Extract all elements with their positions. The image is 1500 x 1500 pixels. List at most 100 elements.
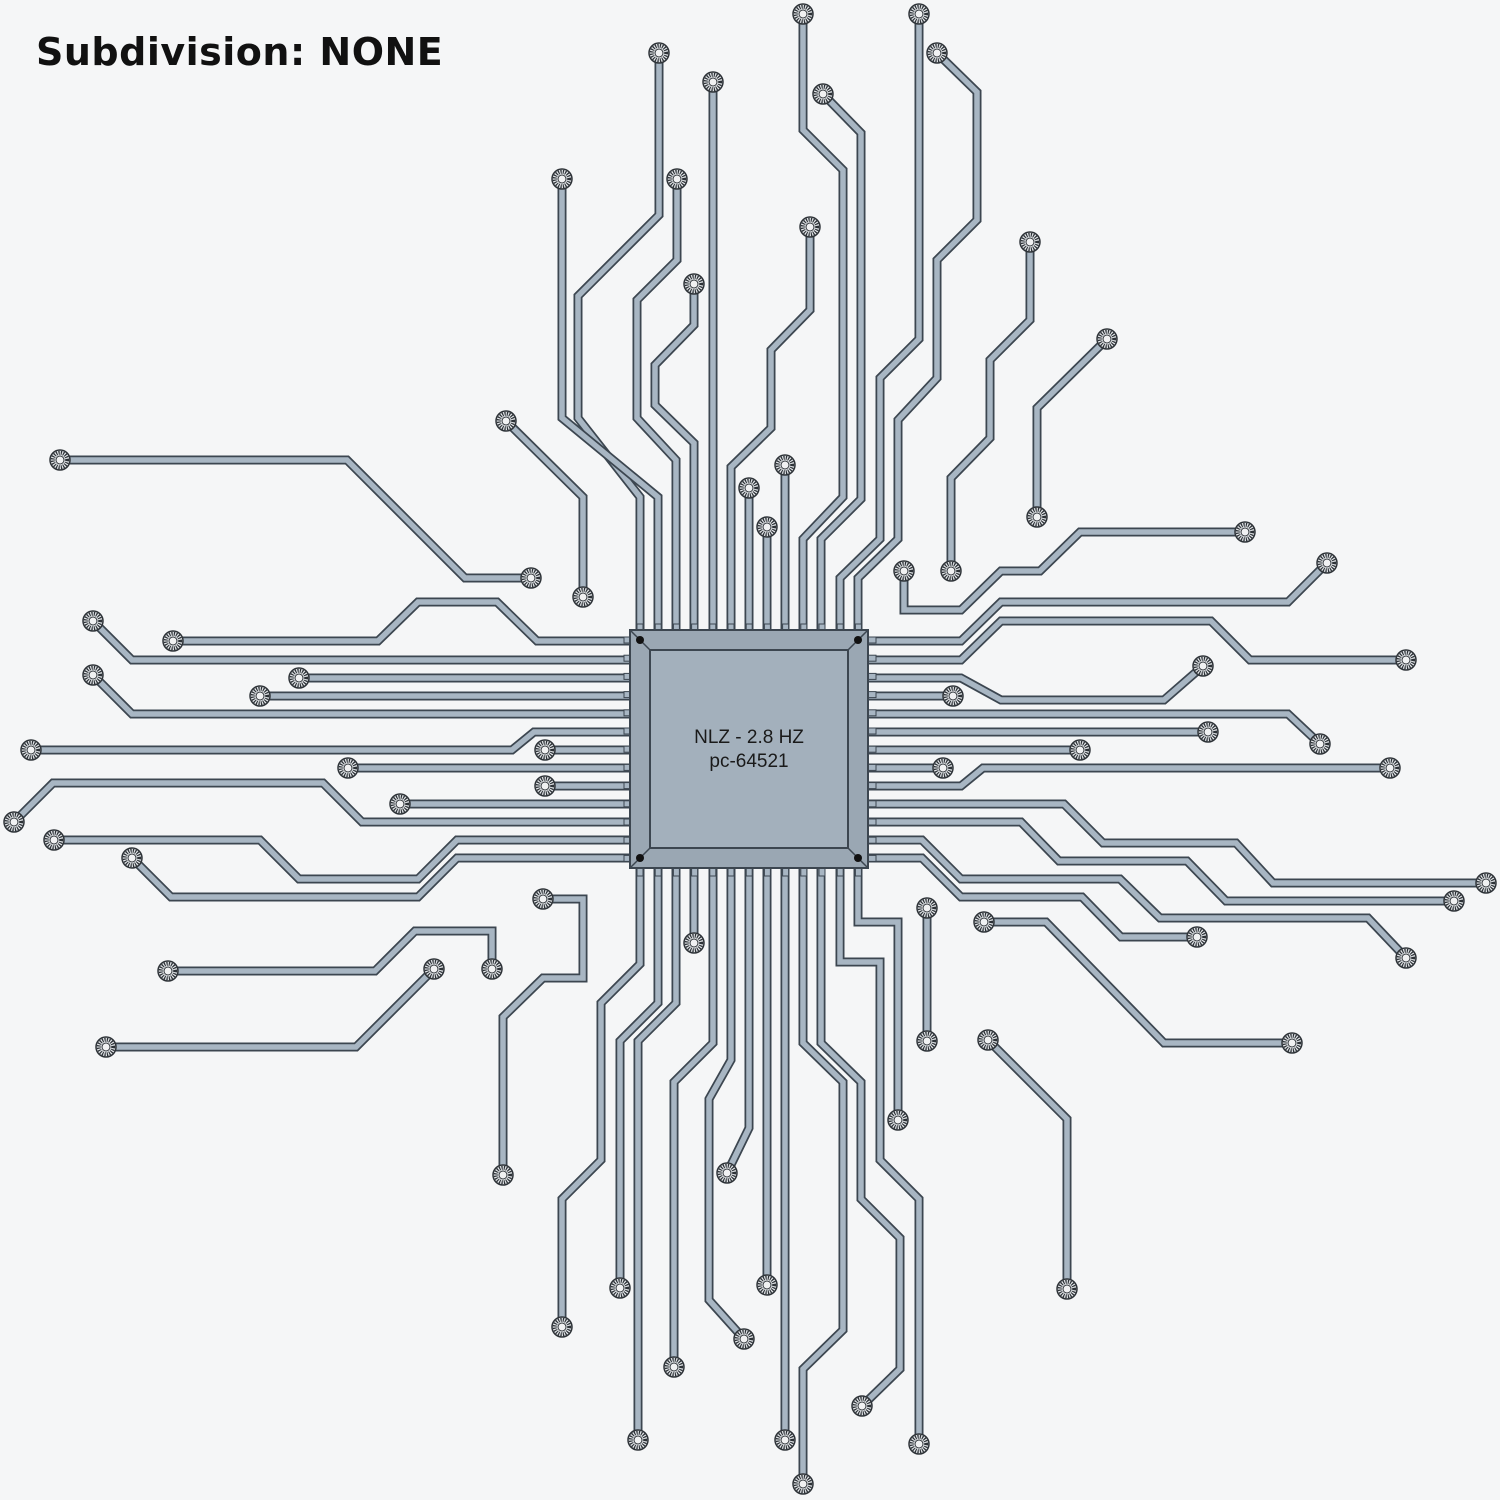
trace [91, 619, 632, 663]
via-pad [43, 829, 65, 851]
via-pad [551, 1316, 573, 1338]
via-pad [756, 1274, 778, 1296]
trace [866, 819, 1454, 904]
via-pad [1316, 552, 1338, 574]
via-pad [95, 1036, 117, 1058]
trace [106, 967, 436, 1050]
trace [818, 866, 903, 1408]
via-pad [1395, 649, 1417, 671]
via-pad [249, 685, 271, 707]
via-pad [82, 610, 104, 632]
chip-corner-dot [854, 854, 862, 862]
via-pad [1069, 739, 1091, 761]
via-pad [792, 3, 814, 25]
via-pad [774, 454, 796, 476]
via-pad [916, 1030, 938, 1052]
via-pad [738, 477, 760, 499]
trace [866, 801, 1486, 886]
title-value: NONE [319, 30, 444, 74]
chip-part-number: pc-64521 [709, 751, 788, 772]
chip-corner-dot [636, 854, 644, 862]
via-pad [792, 1473, 814, 1495]
via-pad [908, 3, 930, 25]
trace [866, 561, 1329, 644]
via-pad [1197, 721, 1219, 743]
via-pad [926, 42, 948, 64]
trace-outline [502, 417, 588, 597]
via-pad [1379, 757, 1401, 779]
via-pad [702, 71, 724, 93]
trace [866, 855, 1197, 940]
via-pad [1186, 926, 1208, 948]
trace [948, 242, 1033, 571]
trace [866, 618, 1406, 663]
via-pad [799, 216, 821, 238]
via-pad [551, 168, 573, 190]
via-pad [774, 1429, 796, 1451]
via-pad [389, 793, 411, 815]
trace [54, 837, 632, 882]
via-pad [1026, 506, 1048, 528]
trace [500, 896, 586, 1175]
via-pad [942, 685, 964, 707]
via-pads [3, 3, 1497, 1495]
via-pad [532, 888, 554, 910]
via-pad [908, 1433, 930, 1455]
trace [724, 866, 752, 1175]
trace [986, 1038, 1070, 1289]
trace [60, 457, 531, 581]
via-pad [973, 911, 995, 933]
via-pad [157, 960, 179, 982]
via-pad [812, 83, 834, 105]
chip-model-label: NLZ - 2.8 HZ [694, 727, 804, 748]
trace [800, 866, 846, 1484]
trace-outline [60, 455, 531, 583]
via-pad [1234, 521, 1256, 543]
trace-outline [498, 894, 588, 1175]
via-pad [683, 273, 705, 295]
via-pad [1096, 328, 1118, 350]
via-pad [337, 757, 359, 779]
trace [634, 179, 680, 632]
via-pad [495, 410, 517, 432]
via-pad [1395, 947, 1417, 969]
trace [728, 227, 813, 632]
via-pad [756, 516, 778, 538]
via-pad [733, 1328, 755, 1350]
trace [652, 284, 697, 632]
via-pad [609, 1277, 631, 1299]
via-pad [572, 586, 594, 608]
via-pad [916, 897, 938, 919]
via-pad [520, 567, 542, 589]
via-pad [887, 1109, 909, 1131]
via-pad [20, 739, 42, 761]
via-pad [716, 1162, 738, 1184]
via-pad [162, 630, 184, 652]
trace [130, 855, 632, 900]
via-pad [851, 1395, 873, 1417]
via-pad [932, 757, 954, 779]
trace-outline [573, 53, 664, 632]
trace [671, 866, 716, 1367]
trace [168, 928, 495, 974]
trace [984, 919, 1292, 1046]
via-pad [1019, 231, 1041, 253]
via-pad [534, 775, 556, 797]
trace [559, 179, 661, 632]
chip-corner-dot [854, 636, 862, 644]
trace-outline [1032, 335, 1111, 517]
via-pad [1475, 872, 1497, 894]
via-pad [648, 42, 670, 64]
via-pad [49, 449, 71, 471]
via-pad [1056, 1278, 1078, 1300]
trace [866, 663, 1205, 703]
circuit-traces [10, 14, 1486, 1484]
trace [855, 866, 901, 1120]
trace [617, 866, 661, 1288]
via-pad [534, 739, 556, 761]
chip-top [649, 649, 849, 849]
trace [837, 866, 922, 1444]
trace [504, 419, 586, 597]
via-pad [683, 932, 705, 954]
